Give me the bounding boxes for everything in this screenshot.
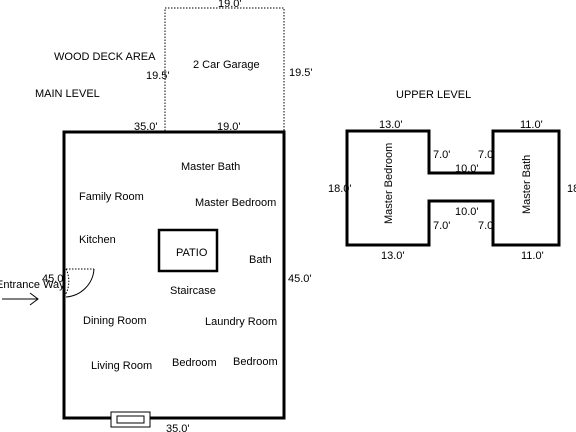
upper-conn-bot-right: 7.0 — [478, 220, 493, 232]
main-dim-top-right: 19.0' — [217, 121, 241, 133]
upper-dim-bottom-left: 13.0' — [381, 250, 405, 262]
upper-dim-bottom-right: 11.0' — [521, 250, 544, 262]
upper-dim-top-left: 13.0' — [379, 119, 403, 131]
room-laundry-room: Laundry Room — [205, 316, 277, 328]
entrance-door-swing — [65, 268, 95, 298]
upper-level-label: UPPER LEVEL — [396, 89, 471, 101]
garage-dim-left: 19.5' — [146, 70, 170, 82]
patio-label: PATIO — [176, 247, 208, 259]
upper-dim-top-right: 11.0' — [520, 119, 543, 131]
garage-dim-top: 19.0' — [218, 0, 242, 10]
main-level-label: MAIN LEVEL — [35, 88, 100, 100]
garage-dim-right: 19.5' — [289, 67, 313, 79]
main-dim-right: 45.0' — [288, 273, 312, 285]
main-dim-bottom: 35.0' — [166, 423, 190, 432]
upper-master-bedroom: Master Bedroom — [383, 143, 395, 224]
threshold-inner — [116, 415, 145, 424]
room-bedroom-1: Bedroom — [172, 357, 217, 369]
upper-dim-left: 18.0' — [328, 183, 352, 195]
room-master-bath: Master Bath — [181, 161, 240, 173]
room-bedroom-2: Bedroom — [233, 356, 278, 368]
main-level-outline — [62, 130, 286, 420]
room-master-bedroom: Master Bedroom — [195, 197, 276, 209]
garage-label: 2 Car Garage — [193, 59, 260, 71]
garage-outline — [164, 7, 285, 133]
entrance-label: Entrance Way — [0, 279, 65, 291]
room-family-room: Family Room — [79, 191, 144, 203]
upper-conn-bot-left: 7.0' — [433, 220, 450, 232]
patio-box — [157, 228, 219, 273]
entrance-door-arc — [63, 268, 94, 298]
upper-conn-top-mid: 10.0' — [455, 163, 479, 175]
upper-level-outline — [345, 129, 561, 247]
room-staircase: Staircase — [170, 285, 216, 297]
room-bath: Bath — [249, 254, 272, 266]
upper-master-bath: Master Bath — [521, 155, 533, 214]
room-living-room: Living Room — [91, 360, 152, 372]
deck-area-label: WOOD DECK AREA — [54, 51, 156, 63]
upper-conn-bot-mid: 10.0' — [455, 206, 479, 218]
upper-conn-top-right: 7.0 — [478, 149, 493, 161]
room-kitchen: Kitchen — [79, 234, 116, 246]
main-dim-left: 45.0' — [42, 273, 66, 285]
main-dim-top-left: 35.0' — [134, 121, 158, 133]
room-dining-room: Dining Room — [83, 315, 147, 327]
upper-dim-right: 18 — [567, 183, 576, 195]
entrance-arrow-head — [29, 292, 39, 306]
upper-conn-top-left: 7.0' — [433, 149, 450, 161]
